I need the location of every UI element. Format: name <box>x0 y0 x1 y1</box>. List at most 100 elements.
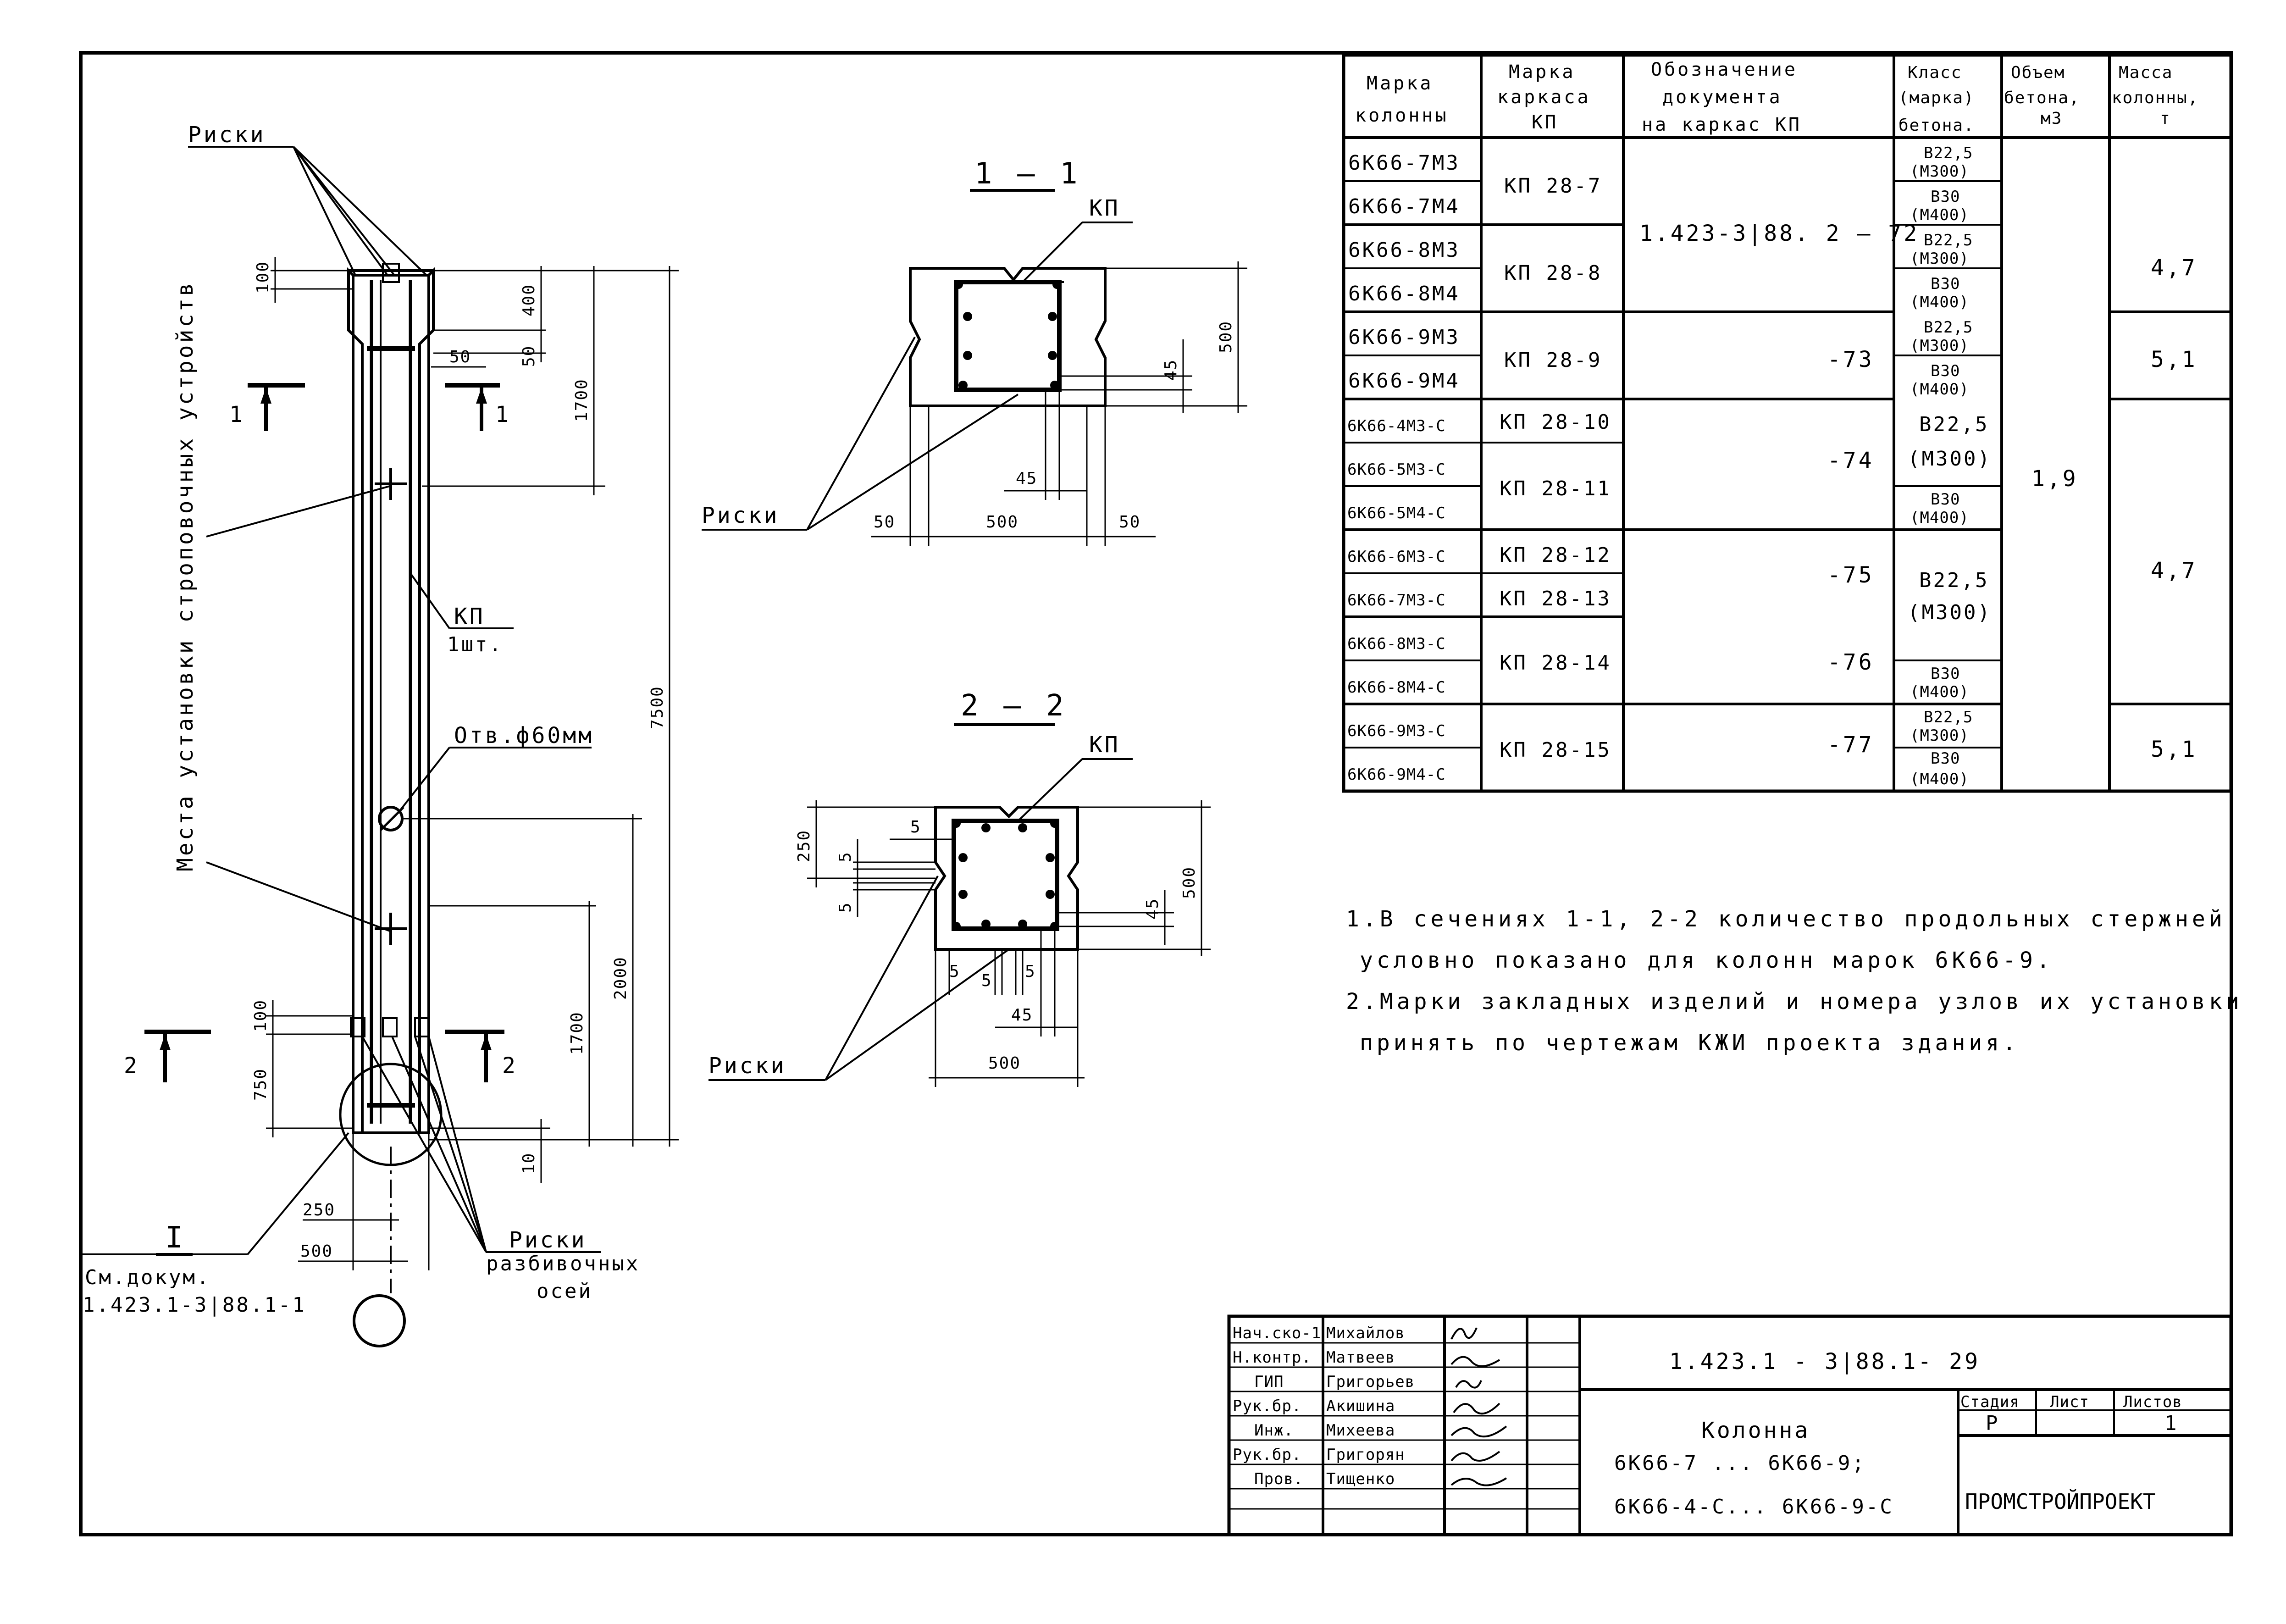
row-lines <box>1344 180 2002 748</box>
dim-1700-top: 1700 <box>572 378 591 422</box>
doc-3: -75 <box>1827 562 1874 588</box>
frame-mark-0: КП 28-7 <box>1504 174 1602 198</box>
column-elevation: Риски 1 1 2 2 Места установки строповочн… <box>83 122 679 1347</box>
mass-1: 5,1 <box>2151 347 2197 372</box>
th-col-mark-1: Марка <box>1367 73 1433 94</box>
name-0: Михайлов <box>1326 1324 1405 1342</box>
label-hole: Отв.ф60мм <box>454 723 594 748</box>
stage-header: Стадия <box>1960 1393 2020 1411</box>
label-axes-line1: разбивочных <box>486 1252 640 1275</box>
col-mark-5: 6К66-9М4 <box>1348 369 1460 393</box>
dim-100-top: 100 <box>254 261 272 294</box>
class-2b: (М300) <box>1910 249 1969 268</box>
section-1-dim-45v: 45 <box>1162 359 1180 381</box>
section-1-dim-50l: 50 <box>874 513 895 532</box>
title-line1: Колонна <box>1701 1418 1810 1443</box>
frame-mark-2: КП 28-9 <box>1504 349 1602 372</box>
col-mark-3: 6К66-8М4 <box>1348 282 1460 305</box>
class-4a: В22,5 <box>1924 318 1973 337</box>
doc-2: -74 <box>1827 448 1874 473</box>
th-frame-3: КП <box>1532 112 1558 133</box>
section-1-title: 1 – 1 <box>974 157 1081 191</box>
frame-mark-6: КП 28-13 <box>1500 587 1611 610</box>
class-9b: (М300) <box>1908 601 1992 624</box>
section-mark-1-right: 1 <box>495 402 511 427</box>
class-14a: В30 <box>1931 749 1960 768</box>
note-line-1: условно показано для колонн марок 6К66-9… <box>1360 948 2054 973</box>
name-1: Матвеев <box>1326 1348 1395 1367</box>
role-5: Рук.бр. <box>1233 1446 1301 1464</box>
class-8b: (М400) <box>1910 509 1969 527</box>
section-2-dim-5bm: 5 <box>981 971 992 990</box>
class-2a: В22,5 <box>1924 231 1973 249</box>
dim-750: 750 <box>251 1068 270 1101</box>
class-6a: В22,5 <box>1919 413 1989 436</box>
class-1b: (М400) <box>1910 206 1969 224</box>
section-2-2: 2 – 2 КП Риски 250 5 5 5 <box>708 689 1211 1087</box>
role-0: Нач.ско-1 <box>1233 1324 1321 1342</box>
label-axes-line2: осей <box>537 1280 592 1303</box>
class-4b: (М300) <box>1910 337 1969 355</box>
section-2-rebars <box>952 819 1059 931</box>
frame-mark-5: КП 28-12 <box>1500 543 1611 567</box>
col-mark-1: 6К66-7М4 <box>1348 195 1460 218</box>
frame-mark-8: КП 28-15 <box>1500 738 1611 762</box>
doc-number: 1.423.1 - 3|88.1- 29 <box>1669 1349 1980 1375</box>
spec-table: Марка колонны Марка каркаса КП Обозначен… <box>1342 53 2233 793</box>
section-2-kp: КП <box>1089 732 1120 758</box>
signatures <box>1450 1327 1507 1486</box>
sheets-header: Листов <box>2123 1393 2182 1411</box>
class-6b: (М300) <box>1908 447 1992 471</box>
dim-400: 400 <box>520 284 538 316</box>
section-1-1: 1 – 1 КП Риски 500 45 45 <box>702 157 1247 546</box>
section-mark-1-left: 1 <box>229 402 245 427</box>
section-2-dim-500h: 500 <box>988 1054 1021 1073</box>
frame-mark-7: КП 28-14 <box>1500 651 1611 675</box>
company-name: ПРОМСТРОЙПРОЕКТ <box>1965 1489 2155 1514</box>
th-class-2: (марка) <box>1899 89 1975 107</box>
section-1-rebars <box>954 280 1062 390</box>
ref-doc-line2: 1.423.1-3|88.1-1 <box>83 1293 306 1317</box>
ref-doc-line1: См.докум. <box>85 1266 210 1289</box>
note-line-2: 2.Марки закладных изделий и номера узлов… <box>1346 989 2243 1014</box>
section-2-title: 2 – 2 <box>961 689 1068 723</box>
note-line-3: принять по чертежам КЖИ проекта здания. <box>1360 1030 2020 1056</box>
section-1-riski: Риски <box>702 503 780 528</box>
section-2-dim-5a: 5 <box>836 851 855 862</box>
class-12b: (М400) <box>1910 683 1969 701</box>
section-mark-2-left: 2 <box>124 1053 139 1079</box>
th-doc-2: документа <box>1662 87 1782 108</box>
class-lines <box>1894 180 2002 748</box>
th-frame-1: Марка <box>1509 61 1575 83</box>
role-6: Пров. <box>1254 1470 1303 1488</box>
label-riski-top: Риски <box>188 122 266 148</box>
th-class-1: Класс <box>1908 63 1962 82</box>
role-4: Инж. <box>1254 1421 1294 1440</box>
dim-50-b: 50 <box>520 345 538 367</box>
section-1-kp: КП <box>1089 195 1120 221</box>
role-1: Н.контр. <box>1233 1348 1312 1367</box>
section-2-dim-5top: 5 <box>910 818 921 837</box>
th-doc-3: на каркас КП <box>1642 114 1802 135</box>
class-5a: В30 <box>1931 362 1960 380</box>
col-mark-10: 6К66-7М3-С <box>1347 591 1446 610</box>
th-mass-2: колонны, <box>2112 89 2198 107</box>
col-mark-9: 6К66-6М3-С <box>1347 548 1446 566</box>
class-0a: В22,5 <box>1924 144 1973 162</box>
section-1-dim-500h: 500 <box>986 513 1018 532</box>
col-mark-13: 6К66-9М3-С <box>1347 722 1446 740</box>
class-14b: (М400) <box>1910 770 1969 788</box>
frame-mark-1: КП 28-8 <box>1504 261 1602 285</box>
label-riski-bottom: Риски <box>509 1227 587 1253</box>
frame-mark-3: КП 28-10 <box>1500 410 1611 434</box>
th-col-mark-2: колонны <box>1355 105 1449 126</box>
class-3b: (М400) <box>1910 293 1969 311</box>
col-mark-14: 6К66-9М4-С <box>1347 765 1446 784</box>
section-1-dim-50r: 50 <box>1119 513 1140 532</box>
col-mark-0: 6К66-7М3 <box>1348 151 1460 175</box>
node-mark: I <box>165 1221 187 1255</box>
volume-value: 1,9 <box>2031 466 2078 492</box>
name-6: Тищенко <box>1326 1470 1395 1488</box>
doc-1: -73 <box>1827 347 1874 372</box>
col-mark-6: 6К66-4М3-С <box>1347 417 1446 435</box>
